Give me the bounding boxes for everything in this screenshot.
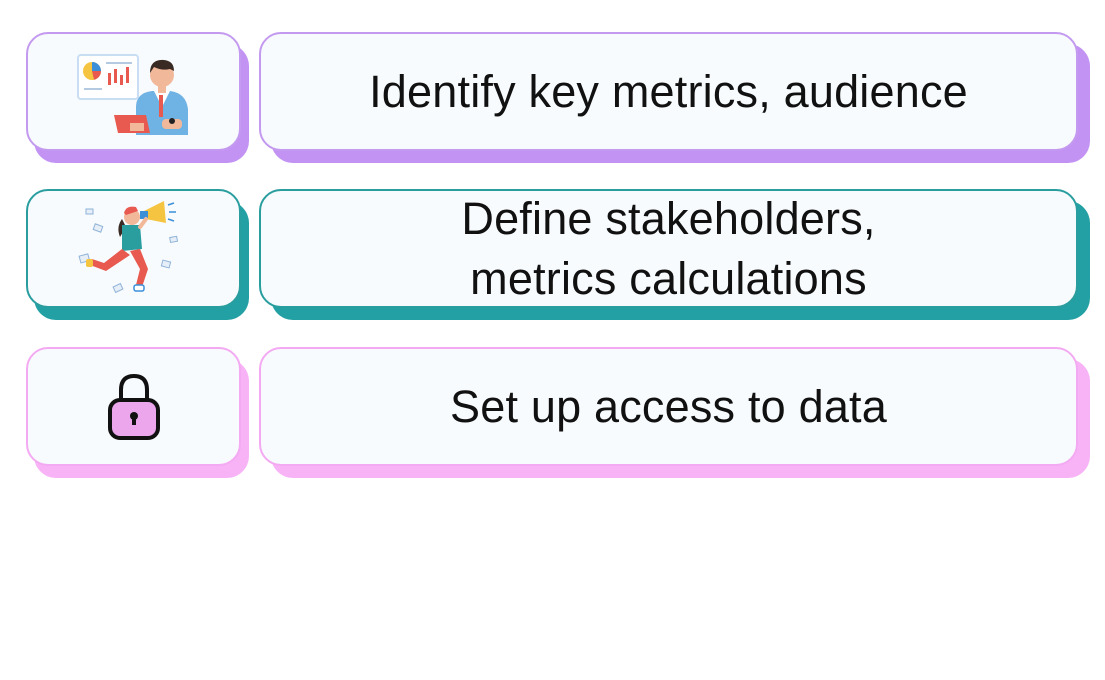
analyst-illustration-icon: [76, 53, 188, 135]
step-1-text-card: Identify key metrics, audience: [259, 32, 1078, 151]
step-3: Set up access to data: [0, 347, 1105, 483]
step-2-label: Define stakeholders, metrics calculation…: [461, 192, 876, 304]
step-3-text-card: Set up access to data: [259, 347, 1078, 466]
step-2-icon-card: [26, 189, 241, 308]
step-1: Identify key metrics, audience: [0, 32, 1105, 168]
step-2: Define stakeholders, metrics calculation…: [0, 189, 1105, 325]
step-1-icon-card: [26, 32, 241, 151]
step-3-label: Set up access to data: [450, 380, 887, 432]
step-2-text-card: Define stakeholders, metrics calculation…: [259, 189, 1078, 308]
step-3-icon-card: [26, 347, 241, 466]
step-1-label: Identify key metrics, audience: [369, 65, 968, 117]
padlock-icon: [107, 373, 160, 440]
megaphone-person-illustration-icon: [77, 200, 178, 293]
